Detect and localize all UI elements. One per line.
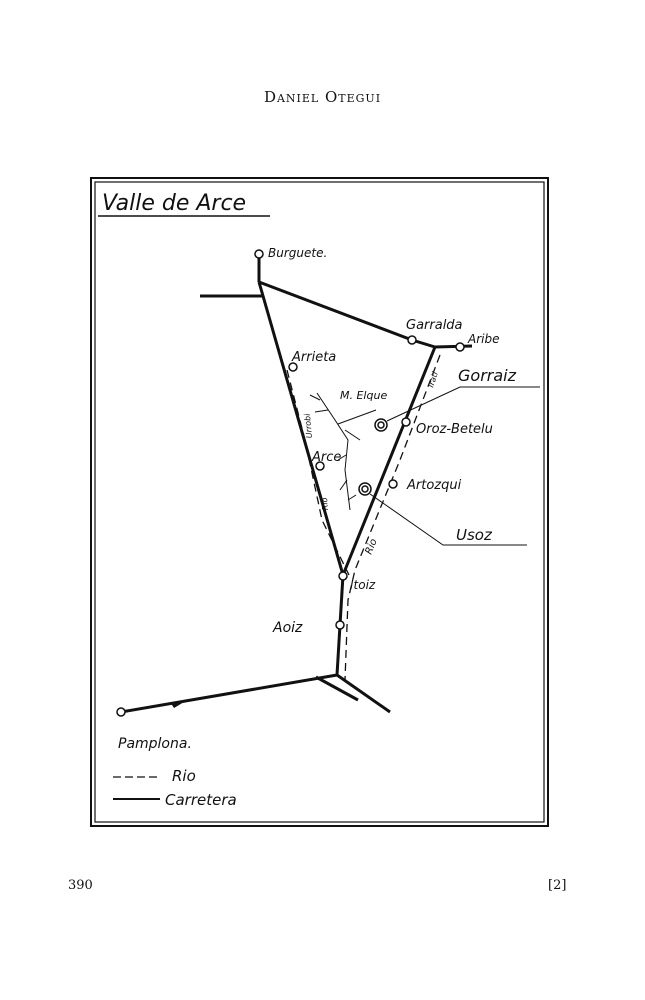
town-markers	[116, 249, 465, 717]
label-aribe: Aribe	[467, 332, 499, 346]
label-gorraiz: Gorraiz	[458, 366, 517, 385]
label-arce: Arce	[311, 450, 341, 465]
label-usoz: Usoz	[456, 526, 493, 544]
direction-arrow-icon	[170, 702, 184, 708]
label-aoiz: Aoiz	[272, 620, 303, 636]
rivers	[286, 354, 441, 681]
label-garralda: Garralda	[406, 318, 463, 333]
river-label-rio-east: Rio	[364, 537, 380, 556]
legend-road-label: Carretera	[165, 791, 237, 809]
legend: Rio Carretera	[113, 767, 237, 809]
label-arrieta: Arrieta	[291, 350, 336, 365]
label-itoiz: Itoiz	[350, 578, 376, 592]
leader-lines	[369, 386, 540, 546]
map-title: Valle de Arce	[102, 191, 246, 216]
map-border-outer	[90, 177, 549, 827]
label-artozqui: Artozqui	[406, 478, 462, 493]
legend-river-label: Rio	[172, 767, 196, 785]
label-m-elque: M. Elque	[340, 389, 387, 402]
page-number: 390	[68, 878, 93, 893]
label-burguete: Burguete.	[268, 246, 327, 260]
roads	[120, 258, 473, 714]
river-label-irati: Irati	[426, 370, 440, 389]
river-label-rio-west: Rio	[320, 497, 330, 511]
map-border-inner	[94, 181, 545, 823]
label-pamplona: Pamplona.	[118, 736, 192, 752]
running-header: Daniel Otegui	[263, 88, 382, 106]
label-oroz-betelu: Oroz-Betelu	[416, 422, 493, 437]
m-elque-ridge	[309, 392, 377, 511]
note-reference: [2]	[548, 878, 567, 893]
river-label-urrobi: Urrobi	[303, 413, 314, 439]
